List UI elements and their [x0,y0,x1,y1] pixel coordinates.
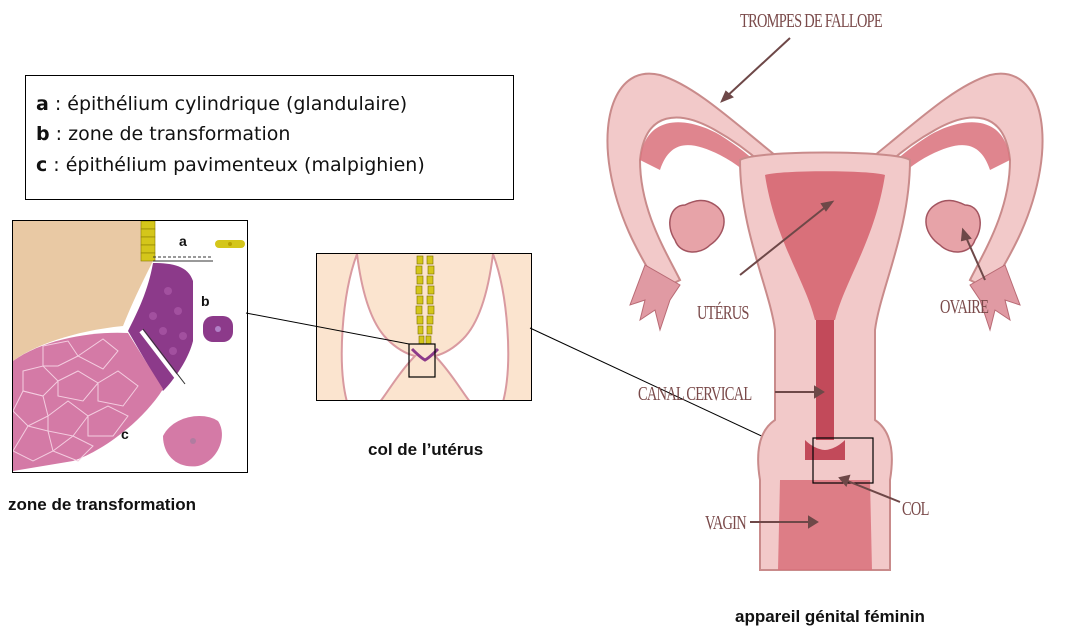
appareil-caption: appareil génital féminin [735,607,925,627]
label-ovaire: OVAIRE [940,296,988,319]
label-vagin: VAGIN [705,512,746,535]
label-trompes: TROMPES DE FALLOPE [740,10,882,33]
label-col: COL [902,498,929,521]
label-uterus: UTÉRUS [697,302,749,325]
reproductive-system-illustration [590,30,1060,590]
label-canal-cervical: CANAL CERVICAL [638,383,751,406]
